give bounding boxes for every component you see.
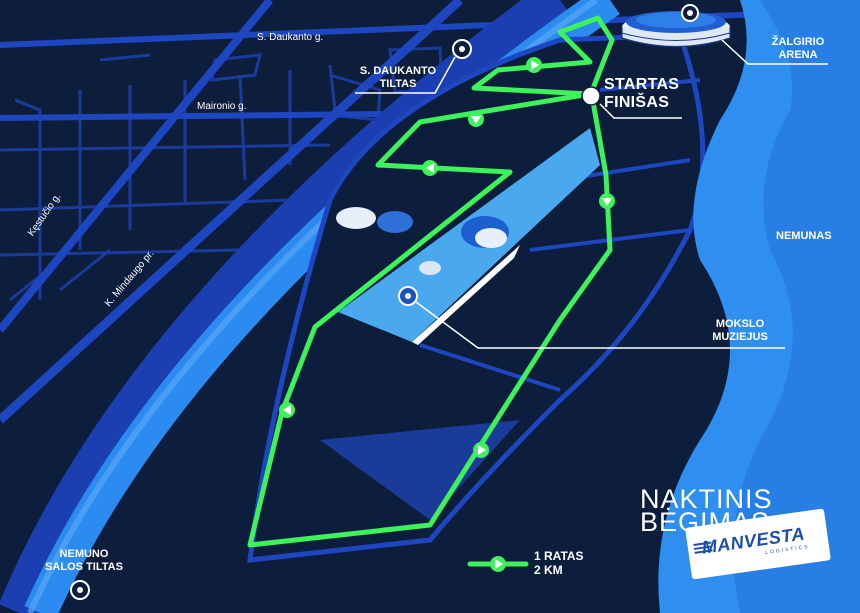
island-bridge-label: NEMUNO SALOS TILTAS (38, 548, 130, 573)
start-finish-marker (581, 86, 601, 106)
island-path-1 (419, 343, 561, 392)
start-finish-label: STARTAS FINIŠAS (604, 76, 679, 113)
direction-marker-3 (422, 160, 438, 176)
daukanto-bridge-label: S. DAUKANTO TILTAS (352, 65, 444, 90)
direction-marker-1 (526, 57, 542, 73)
arena-line-2: ARENA (778, 48, 818, 61)
daukanto-bridge-poi (355, 39, 472, 94)
museum-poi (398, 286, 785, 349)
museum-plaza-edge (412, 245, 520, 345)
legend-text: 1 RATAS 2 KM (534, 549, 584, 578)
start-label: STARTAS (604, 76, 680, 93)
event-title-line-1: NAKTINIS (640, 484, 773, 514)
arena-label: ŽALGIRIO ARENA (758, 36, 838, 61)
building-left (336, 207, 376, 229)
museum-label: MOKSLO MUZIEJUS (700, 318, 780, 343)
island-bridge-line-1: NEMUNO (59, 548, 109, 560)
museum-line-2: MUZIEJUS (712, 330, 768, 343)
daukanto-bridge-line-1: S. DAUKANTO (359, 65, 437, 77)
nemunas-river-deep (733, 0, 860, 613)
running-route (247, 15, 615, 548)
island-bridge-line-2: SALOS TILTAS (45, 560, 123, 573)
arena-line-1: ŽALGIRIO (771, 36, 825, 48)
daukanto-bridge-line-2: TILTAS (379, 77, 417, 90)
direction-marker-2 (468, 111, 484, 127)
nemunas-label: NEMUNAS (776, 230, 832, 242)
street-label-maironio: Maironio g. (197, 101, 247, 112)
legend-lap: 1 RATAS (534, 549, 584, 563)
island-lawn (320, 420, 520, 520)
legend-route-symbol (467, 556, 529, 572)
route-direction-markers (279, 57, 615, 458)
finish-label: FINIŠAS (604, 94, 670, 112)
building-dome-highlight (475, 228, 507, 248)
museum-line-1: MOKSLO (715, 318, 765, 330)
building-small (419, 261, 441, 275)
direction-marker-6 (473, 442, 489, 458)
sponsor-name: MANVESTA (700, 523, 807, 558)
mindaugo-avenue (0, 0, 464, 424)
legend-distance: 2 KM (534, 562, 563, 577)
building-left-dark (377, 211, 413, 233)
island-path-4 (599, 78, 701, 92)
street-label-daukanto: S. Daukanto g. (257, 32, 324, 43)
start-finish-leader (599, 103, 682, 119)
arena-building (621, 11, 731, 48)
kestucio-street (0, 0, 274, 333)
arena-poi (681, 4, 828, 65)
direction-marker-4 (599, 193, 615, 209)
island-bridge-poi (70, 580, 90, 600)
direction-marker-5 (279, 402, 295, 418)
